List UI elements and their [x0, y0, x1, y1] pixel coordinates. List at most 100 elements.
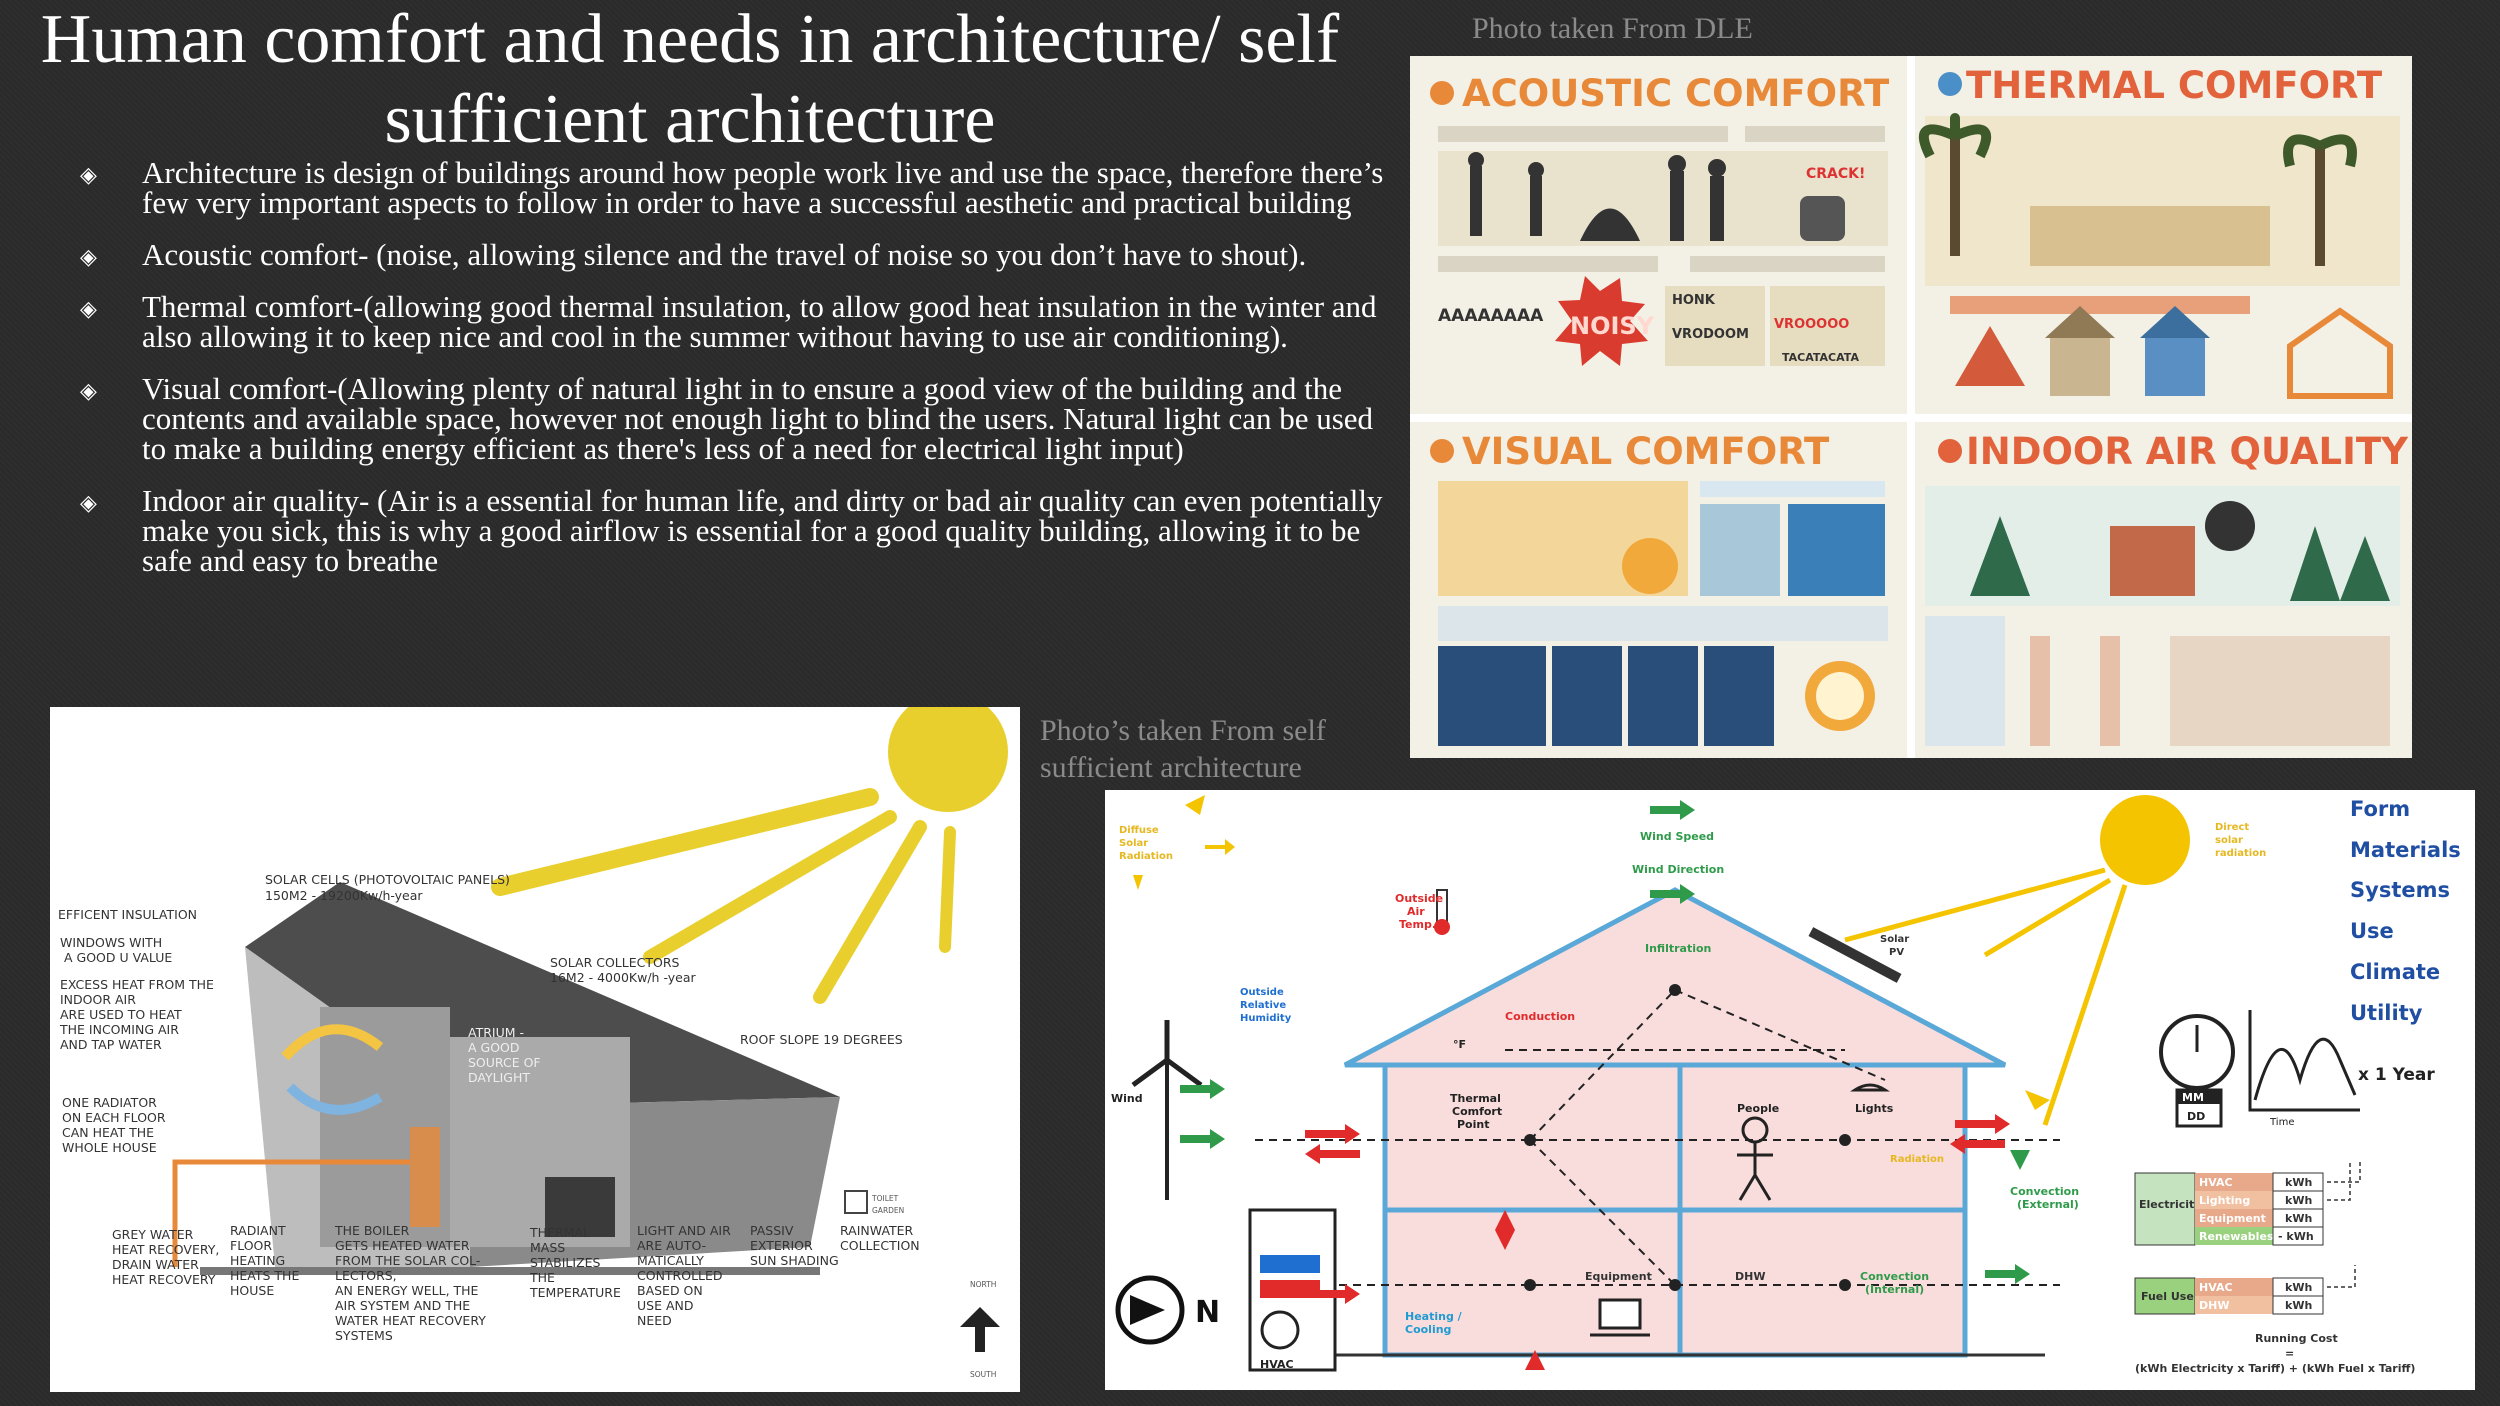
electricity-row-name: Renewables — [2199, 1230, 2274, 1243]
fuel-row-unit: kWh — [2285, 1281, 2312, 1294]
bullet-text: Thermal comfort-(allowing good thermal i… — [142, 289, 1377, 354]
running-cost-label: Running Cost — [2255, 1332, 2338, 1345]
label-wind: Wind — [1111, 1092, 1143, 1105]
label-deg: °F — [1453, 1038, 1466, 1051]
label-solar-cells-value: 150M2 - 19200Kw/h-year — [265, 888, 423, 903]
label-radiation: Radiation — [1890, 1154, 1944, 1165]
sound-word: CRACK! — [1806, 166, 1865, 182]
svg-text:AND TAP WATER: AND TAP WATER — [60, 1037, 162, 1052]
svg-text:SYSTEMS: SYSTEMS — [335, 1328, 393, 1343]
sound-word: HONK — [1672, 293, 1716, 308]
svg-text:CONTROLLED: CONTROLLED — [637, 1268, 723, 1283]
label-infiltration: Infiltration — [1645, 942, 1711, 955]
label-north-n: N — [1195, 1295, 1220, 1330]
svg-text:Air: Air — [1407, 905, 1425, 918]
svg-text:THE: THE — [529, 1270, 555, 1285]
label-rainwater: RAINWATER — [840, 1223, 914, 1238]
label-convection-external: Convection — [2010, 1185, 2079, 1198]
thermal-comfort-title: THERMAL COMFORT — [1966, 64, 2383, 107]
acoustic-comfort-title: ACOUSTIC COMFORT — [1462, 72, 1890, 115]
svg-text:(External): (External) — [2017, 1198, 2079, 1211]
svg-text:MASS: MASS — [530, 1240, 565, 1255]
label-thermal-mass: THERMAL — [529, 1225, 590, 1240]
sun-icon — [888, 707, 1008, 812]
svg-text:THE INCOMING AIR: THE INCOMING AIR — [59, 1022, 179, 1037]
bullet-text: Indoor air quality- (Air is a essential … — [142, 483, 1383, 578]
svg-text:HOUSE: HOUSE — [230, 1283, 274, 1298]
svg-text:FLOOR: FLOOR — [230, 1238, 272, 1253]
acoustic-comfort-quadrant: ACOUSTIC COMFORT CRACK! AAAAAAAA NOISY H… — [1430, 72, 1890, 366]
svg-text:Relative: Relative — [1240, 1000, 1286, 1011]
legend-systems: Systems — [2350, 878, 2450, 902]
lamp-icon — [1850, 1083, 1890, 1092]
svg-text:Radiation: Radiation — [1119, 851, 1173, 862]
legend-climate: Climate — [2350, 960, 2440, 984]
svg-text:Solar: Solar — [1119, 838, 1148, 849]
svg-text:solar: solar — [2215, 835, 2243, 846]
legend-utility: Utility — [2350, 1001, 2423, 1025]
svg-text:ARE AUTO-: ARE AUTO- — [637, 1238, 706, 1253]
legend-materials: Materials — [2350, 838, 2461, 862]
number-badge-icon — [1430, 81, 1454, 105]
label-collectors: SOLAR COLLECTORS — [550, 955, 680, 970]
house-energy-diagram: Form Materials Systems Use Climate Utili… — [1105, 790, 2475, 1390]
label-excess-heat: EXCESS HEAT FROM THE — [60, 977, 214, 992]
solar-house-diagram: SOLAR CELLS (PHOTOVOLTAIC PANELS) 150M2 … — [50, 707, 1020, 1392]
diamond-bullet-icon: ◈ — [80, 378, 97, 403]
electricity-row-name: HVAC — [2199, 1176, 2233, 1189]
svg-text:STABILIZES: STABILIZES — [530, 1255, 601, 1270]
electricity-row-unit: kWh — [2285, 1194, 2312, 1207]
sound-word: VROOOOO — [1774, 317, 1849, 332]
svg-text:DAYLIGHT: DAYLIGHT — [468, 1070, 530, 1085]
label-people: People — [1737, 1102, 1779, 1115]
svg-text:EXTERIOR: EXTERIOR — [750, 1238, 813, 1253]
label-north: NORTH — [970, 1280, 996, 1289]
label-direct: Direct — [2215, 822, 2249, 833]
bullet-item: ◈Acoustic comfort- (noise, allowing sile… — [70, 239, 1390, 270]
svg-text:FROM THE SOLAR COL-: FROM THE SOLAR COL- — [335, 1253, 480, 1268]
svg-text:HEAT RECOVERY,: HEAT RECOVERY, — [112, 1242, 219, 1257]
electricity-row-name: Equipment — [2199, 1212, 2266, 1225]
label-roof-slope: ROOF SLOPE 19 DEGREES — [740, 1032, 903, 1047]
svg-text:CAN HEAT THE: CAN HEAT THE — [62, 1125, 154, 1140]
svg-text:Comfort: Comfort — [1452, 1105, 1502, 1118]
label-humidity: Outside — [1240, 987, 1284, 998]
sound-word: TACATACATA — [1782, 351, 1859, 364]
label-grey-water: GREY WATER — [112, 1227, 194, 1242]
svg-text:AIR SYSTEM AND THE: AIR SYSTEM AND THE — [335, 1298, 470, 1313]
svg-text:PV: PV — [1889, 947, 1904, 958]
label-wind-direction: Wind Direction — [1632, 863, 1724, 876]
label-lights: Lights — [1855, 1102, 1894, 1115]
energy-use-table: Electricity Use HVAC kWh Lighting kWh Eq… — [2134, 1160, 2415, 1375]
svg-text:LECTORS,: LECTORS, — [335, 1268, 397, 1283]
bullet-list: ◈Architecture is design of buildings aro… — [70, 157, 1390, 598]
electricity-row-unit: kWh — [2285, 1176, 2312, 1189]
label-windows: WINDOWS WITH — [60, 935, 162, 950]
label-hvac: HVAC — [1260, 1358, 1294, 1371]
label-light-air: LIGHT AND AIR — [637, 1223, 731, 1238]
fuel-row-name: DHW — [2199, 1299, 2229, 1312]
number-badge-icon — [1938, 72, 1962, 96]
bullet-text: Visual comfort-(Allowing plenty of natur… — [142, 371, 1374, 466]
svg-text:Point: Point — [1457, 1118, 1489, 1131]
svg-text:Temp.: Temp. — [1399, 918, 1436, 931]
label-outside-temp: Outside — [1395, 892, 1443, 905]
svg-text:INDOOR AIR: INDOOR AIR — [60, 992, 136, 1007]
label-heating-cooling: Heating / — [1405, 1310, 1463, 1323]
label-solar-cells: SOLAR CELLS (PHOTOVOLTAIC PANELS) — [265, 872, 510, 887]
label-toilet: TOILET — [871, 1194, 899, 1203]
visual-comfort-quadrant: VISUAL COMFORT — [1430, 430, 1888, 746]
label-radiator: ONE RADIATOR — [62, 1095, 157, 1110]
label-south: SOUTH — [970, 1370, 996, 1379]
svg-text:USE AND: USE AND — [637, 1298, 693, 1313]
svg-text:A GOOD U VALUE: A GOOD U VALUE — [64, 950, 172, 965]
diamond-bullet-icon: ◈ — [80, 244, 97, 269]
number-badge-icon — [1430, 439, 1454, 463]
label-solar-pv: Solar — [1880, 934, 1909, 945]
electricity-row-unit: - kWh — [2278, 1230, 2314, 1243]
label-thermal-comfort-point: Thermal — [1450, 1092, 1501, 1105]
svg-text:(Internal): (Internal) — [1865, 1283, 1924, 1296]
electricity-row-unit: kWh — [2285, 1212, 2312, 1225]
label-clock-mm: MM — [2182, 1091, 2204, 1104]
svg-text:Humidity: Humidity — [1240, 1013, 1292, 1024]
